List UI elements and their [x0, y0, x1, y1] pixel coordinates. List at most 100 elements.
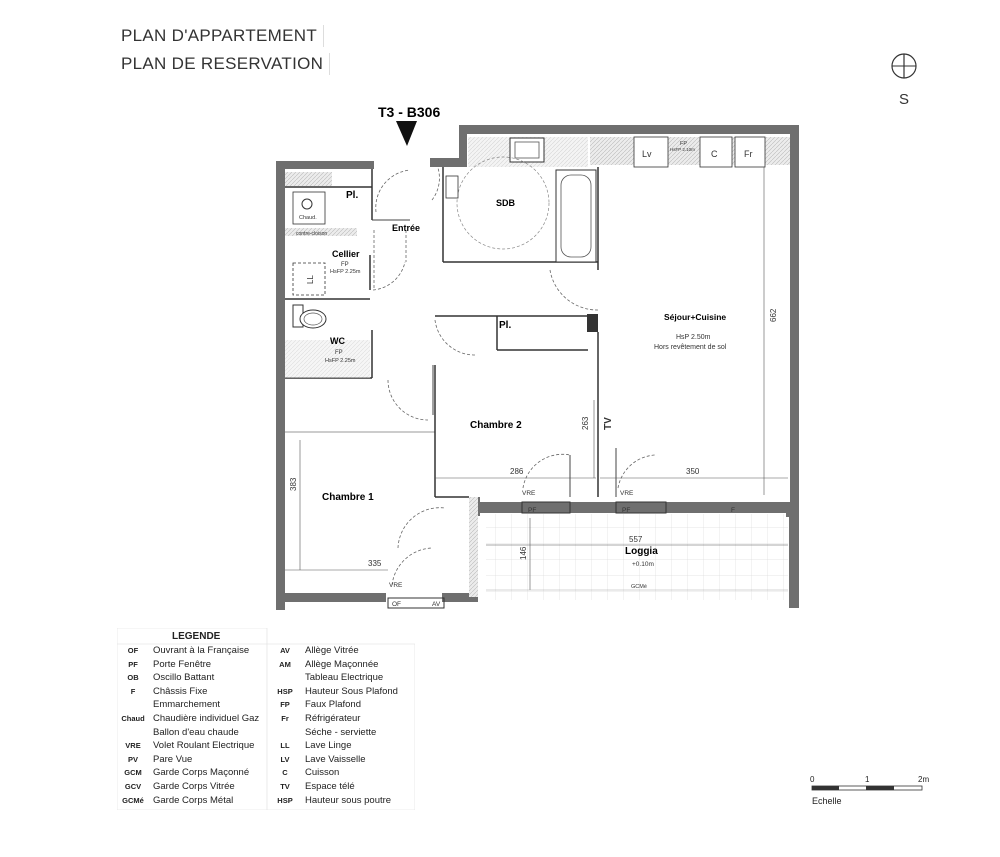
kitchen-hsfp: HsFP 2.10m — [670, 147, 695, 152]
legend-label: Porte Fenêtre — [153, 658, 212, 670]
legend-row: F Châssis Fixe — [117, 685, 267, 699]
cellier-fp: FP — [341, 262, 349, 268]
opening-labels: VRE VRE VRE PF PF F OF AV GCMé — [389, 490, 735, 608]
legend-label: Chaudière individuel Gaz — [153, 712, 260, 724]
legend-code: HSP — [277, 795, 293, 805]
legend-label: Cuisson — [305, 767, 340, 779]
compass-label: S — [899, 91, 909, 108]
sdb-label: SDB — [496, 198, 516, 208]
tv-label: TV — [603, 417, 614, 430]
wall-insulation — [469, 497, 478, 597]
dim-chambre2-depth: 263 — [581, 416, 590, 430]
legend-label: Pare Vue — [153, 753, 193, 765]
unit-id: T3 - B306 — [378, 104, 440, 120]
legend-label: Ballon d'eau chaude — [153, 726, 239, 738]
legend-code: PV — [127, 754, 138, 764]
chambre1-label: Chambre 1 — [322, 492, 374, 503]
legend-label: Oscillo Battant — [153, 672, 215, 684]
loggia-label: Loggia — [625, 546, 658, 557]
cellier-hatch — [285, 172, 332, 186]
av-label: AV — [432, 601, 441, 608]
dim-chambre2-width: 286 — [510, 467, 524, 476]
scale-tick-0: 0 — [810, 775, 815, 784]
column — [587, 314, 598, 332]
legend-label: Garde Corps Métal — [153, 794, 234, 806]
legend-label: Hauteur Sous Plafond — [305, 685, 398, 697]
legend-code: AM — [279, 659, 291, 669]
legend-code: VRE — [125, 741, 141, 751]
scale-tick-2: 2m — [918, 775, 930, 784]
legend-row: GCV Garde Corps Vitrée — [117, 780, 267, 794]
fixture-labels: Chaud. contre-cloison LL Lv C Fr FP HsFP… — [296, 141, 753, 430]
legend-label: Châssis Fixe — [153, 685, 208, 697]
legend-code: GCM — [124, 768, 142, 778]
c-label: C — [711, 149, 718, 159]
gcm-label: GCMé — [631, 584, 647, 590]
pf-label-2: PF — [622, 507, 630, 514]
legend-label: Hauteur sous poutre — [305, 794, 392, 806]
legend-label: Faux Plafond — [305, 699, 361, 711]
legend-row: PF Porte Fenêtre — [117, 658, 267, 672]
room-labels: Pl. Entrée SDB Cellier WC Pl. Séjour+Cui… — [322, 190, 726, 557]
ll-label: LL — [306, 275, 315, 284]
scale-tick-1: 1 — [865, 775, 870, 784]
legend-row: GCM Garde Corps Maçonné — [117, 766, 267, 780]
wc-hsfp: HsFP 2.25m — [325, 358, 356, 364]
kitchen-fp: FP — [680, 141, 687, 147]
legend-label: Garde Corps Vitrée — [153, 780, 235, 792]
chaud-label: Chaud. — [299, 215, 317, 221]
dim-chambre1-depth: 383 — [289, 477, 298, 491]
legend-code: GCMé — [122, 795, 144, 805]
f-label: F — [731, 507, 735, 514]
legend-code: GCV — [124, 781, 142, 791]
legend-row: Emmarchement — [117, 698, 267, 712]
pl-label-1: Pl. — [346, 190, 358, 201]
legend-code: F — [130, 686, 136, 696]
legend-code: LL — [280, 741, 290, 751]
bathroom-fixtures — [445, 137, 597, 263]
dim-sejour-depth: 662 — [769, 308, 778, 322]
vre-label-1: VRE — [522, 490, 536, 497]
legend-code: Fr — [281, 713, 289, 723]
sejour-note: Hors revêtement de sol — [654, 344, 727, 351]
pf-label-1: PF — [528, 507, 536, 514]
dim-loggia-depth: 146 — [519, 546, 528, 560]
contre-cloison-hatch — [285, 228, 357, 236]
dimension-lines — [285, 167, 788, 591]
legend-code: PF — [128, 659, 138, 669]
legend-row: C Cuisson — [269, 766, 415, 780]
kitchen-cabinets — [633, 136, 766, 168]
legend-code: LV — [280, 754, 290, 764]
dimension-labels: 662 263 286 350 383 335 557 146 — [289, 308, 778, 568]
legend-grid — [117, 628, 415, 810]
entrance-arrow-icon — [396, 121, 417, 146]
legend-row: Tableau Electrique — [269, 671, 415, 685]
contre-cloison-label: contre-cloison — [296, 231, 327, 237]
legend-title: LEGENDE — [172, 631, 221, 642]
legend-label: Emmarchement — [153, 699, 221, 711]
entree-label: Entrée — [392, 223, 420, 233]
door-swings — [372, 167, 656, 586]
legend-row: Ballon d'eau chaude — [117, 726, 267, 740]
pl-label-2: Pl. — [499, 320, 511, 331]
plan-title: PLAN D'APPARTEMENT — [115, 25, 325, 47]
legend-code: FP — [280, 700, 290, 710]
legend-code: Chaud — [121, 713, 145, 723]
plan-subtitle: PLAN DE RESERVATION — [115, 53, 331, 75]
legend-row: Séche - serviette — [269, 726, 415, 740]
loggia-level: +0.10m — [632, 561, 654, 568]
legend-label: Garde Corps Maçonné — [153, 767, 250, 779]
cellier-fixtures — [292, 191, 327, 329]
legend-code: C — [282, 768, 288, 778]
door-leaves — [372, 219, 617, 497]
legend-label: Ouvrant à la Française — [153, 645, 250, 656]
legend-label: Allège Maçonnée — [305, 658, 379, 670]
